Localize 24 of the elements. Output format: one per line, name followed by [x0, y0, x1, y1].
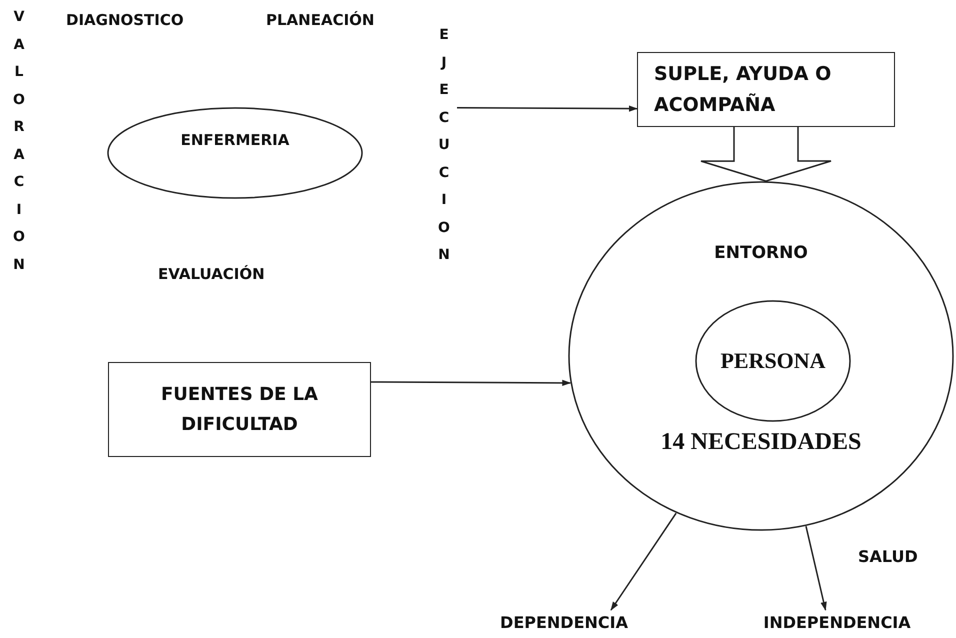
arrow	[371, 380, 572, 386]
vertical-label: VALORACION	[12, 8, 26, 274]
inner-circle	[695, 300, 851, 422]
node-text: FUENTES DE LA DIFICULTAD	[160, 382, 319, 436]
vertical-text: EJECUCION	[437, 22, 451, 270]
node-text: ENTORNO	[713, 243, 809, 264]
process-box	[108, 362, 371, 457]
block-arrow	[700, 126, 832, 182]
step-label: EVALUACIÓN	[158, 265, 265, 283]
step-label: PLANEACIÓN	[266, 11, 374, 29]
node-text: ENFERMERIA	[180, 131, 290, 150]
node-text: SUPLE, AYUDA O ACOMPAÑA	[653, 62, 832, 118]
node-text: INDEPENDENCIA	[763, 613, 911, 633]
ellipse-node	[107, 107, 363, 199]
step-label: DIAGNOSTICO	[66, 11, 184, 29]
outer-circle	[568, 181, 954, 531]
node-text: PERSONA	[720, 347, 826, 375]
arrow	[805, 526, 827, 611]
node-text: 14 NECESIDADES	[660, 428, 862, 457]
node-text: DEPENDENCIA	[500, 613, 628, 633]
concept-label: SALUD	[858, 547, 918, 566]
process-box	[637, 52, 895, 127]
arrow	[457, 105, 638, 112]
arrow	[610, 512, 677, 611]
